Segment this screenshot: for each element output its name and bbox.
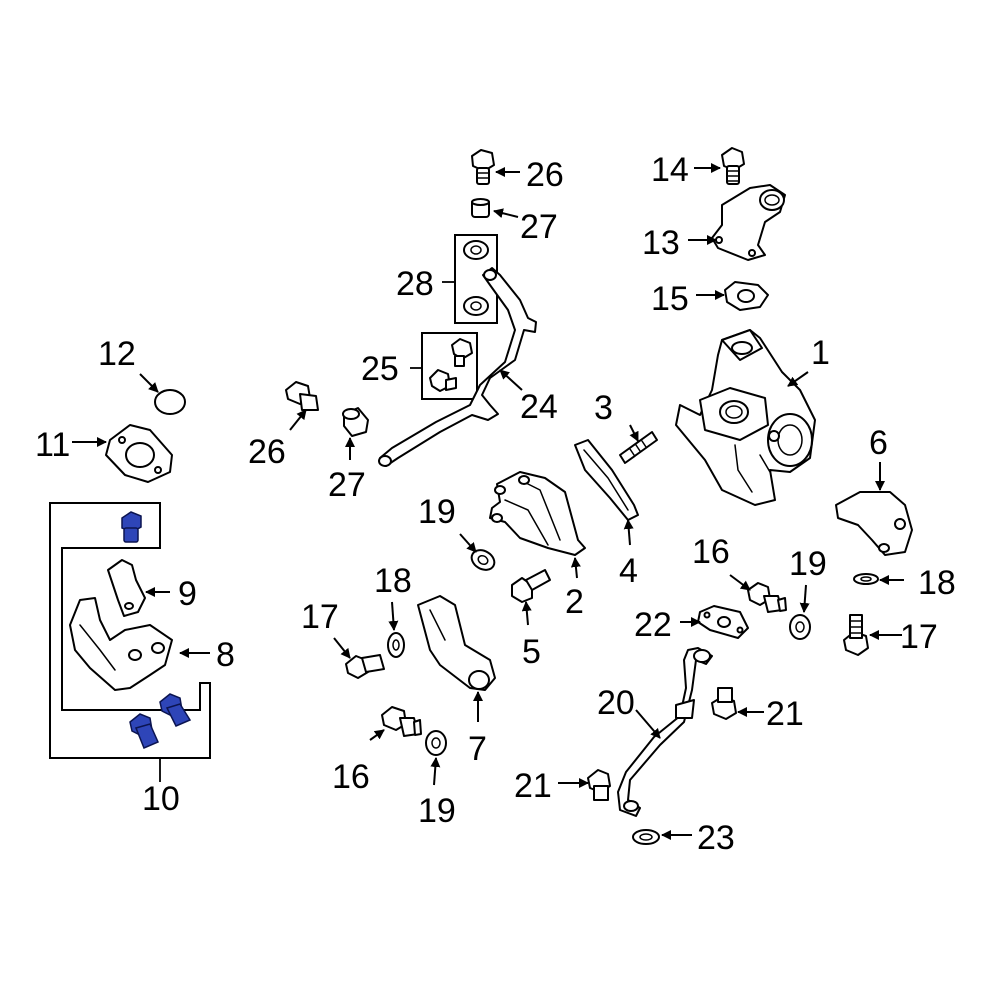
bolt-14[interactable]: [721, 147, 745, 185]
callout-17-right: 17: [900, 618, 938, 656]
banjo-bolt-16-left[interactable]: [381, 706, 422, 737]
callout-27-top: 27: [520, 208, 558, 246]
seal-ring-19-top[interactable]: [468, 546, 498, 574]
callout-15: 15: [651, 280, 689, 318]
callout-21-left: 21: [514, 767, 552, 805]
inlet-hose[interactable]: [417, 595, 496, 691]
gasket-22[interactable]: [697, 605, 749, 639]
callout-1: 1: [811, 334, 830, 372]
callout-16-right: 16: [692, 533, 730, 571]
oil-return-pipe[interactable]: [617, 647, 713, 817]
callout-21-right: 21: [766, 695, 804, 733]
callout-20: 20: [597, 684, 635, 722]
callout-6: 6: [869, 424, 888, 462]
callout-2: 2: [565, 583, 584, 621]
bolt-17-left[interactable]: [345, 654, 385, 679]
washer-18-left[interactable]: [387, 632, 405, 658]
highlighted-bolt-top[interactable]: [121, 511, 142, 543]
callout-19-top: 19: [418, 493, 456, 531]
gasket-15[interactable]: [724, 281, 769, 311]
cap[interactable]: [154, 389, 186, 415]
callout-23: 23: [697, 819, 735, 857]
washer-18-right[interactable]: [853, 573, 879, 585]
callout-17-left: 17: [301, 598, 339, 636]
washer-23[interactable]: [632, 829, 660, 845]
stud-bolt-5[interactable]: [511, 569, 551, 603]
callout-10: 10: [142, 780, 180, 818]
seal-ring-19-right[interactable]: [789, 614, 811, 640]
group-box-25: [421, 332, 478, 400]
sleeve-27-top[interactable]: [471, 198, 490, 218]
callout-19-bottom: 19: [418, 792, 456, 830]
callout-3: 3: [594, 389, 613, 427]
callout-18-right: 18: [918, 564, 956, 602]
callout-13: 13: [642, 224, 680, 262]
exhaust-housing[interactable]: [489, 471, 586, 556]
callout-14: 14: [651, 151, 689, 189]
seal-ring-19-bottom[interactable]: [425, 730, 447, 756]
callout-5: 5: [522, 633, 541, 671]
callout-labels: 1 2 3 4 5 6 7 8 9 10 11 12 13 14 15 16 1…: [35, 151, 956, 857]
callout-26-left: 26: [248, 433, 286, 471]
oil-feed-pipe[interactable]: [378, 267, 537, 467]
support-bracket[interactable]: [69, 597, 173, 691]
callout-18-left: 18: [374, 562, 412, 600]
bolts-25[interactable]: [429, 338, 473, 392]
callout-7: 7: [468, 730, 487, 768]
callout-12: 12: [98, 335, 136, 373]
callout-28: 28: [396, 265, 434, 303]
callout-9: 9: [178, 575, 197, 613]
highlighted-bolt-bottom[interactable]: [129, 713, 159, 749]
bolt-21-left[interactable]: [587, 769, 611, 801]
elbow-pipe[interactable]: [711, 184, 786, 261]
bolt-21-right[interactable]: [711, 687, 737, 720]
bolt-26-left[interactable]: [285, 381, 319, 411]
callout-11: 11: [35, 426, 70, 464]
leader-arrows: [72, 163, 904, 840]
callout-22: 22: [634, 606, 672, 644]
callout-27-left: 27: [328, 466, 366, 504]
callout-19-right: 19: [789, 545, 827, 583]
flange-gasket-11[interactable]: [105, 424, 173, 483]
group-box-10: [49, 502, 211, 759]
sleeve-27-left[interactable]: [342, 407, 369, 437]
highlighted-bolt-middle[interactable]: [159, 693, 192, 727]
heat-shield[interactable]: [835, 491, 913, 556]
exhaust-gasket[interactable]: [574, 439, 639, 521]
callout-8: 8: [216, 636, 235, 674]
bolt-17-right[interactable]: [843, 614, 869, 656]
turbocharger[interactable]: [675, 329, 816, 506]
gasket-28[interactable]: [463, 240, 489, 316]
callout-25: 25: [361, 350, 399, 388]
callout-26-top: 26: [526, 156, 564, 194]
banjo-bolt-16-right[interactable]: [747, 582, 787, 613]
bolt-26-top[interactable]: [471, 149, 495, 185]
callout-4: 4: [619, 552, 638, 590]
stud[interactable]: [619, 431, 658, 464]
small-bracket[interactable]: [107, 559, 146, 617]
callout-16-left: 16: [332, 758, 370, 796]
callout-24: 24: [520, 388, 558, 426]
